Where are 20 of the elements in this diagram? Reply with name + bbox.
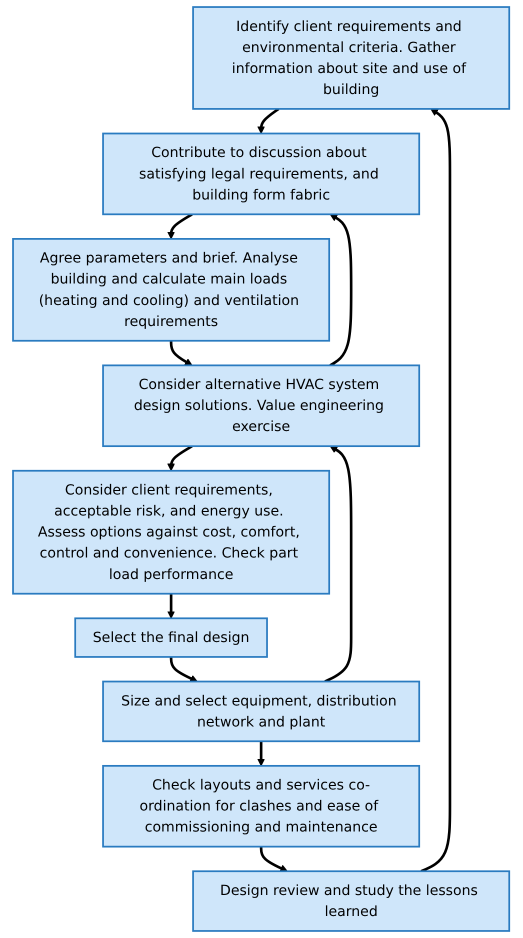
arrow	[258, 741, 266, 766]
arrow	[330, 214, 353, 366]
arrow	[168, 213, 194, 240]
arrow	[260, 846, 288, 872]
arrow	[258, 108, 280, 134]
node-box: Size and select equipment, distribution network and plant	[102, 680, 420, 742]
arrow	[168, 445, 194, 472]
arrow	[170, 340, 193, 366]
node-box: Contribute to discussion about satisfying legal requirements, and building form fabric	[102, 132, 420, 216]
arrow	[168, 594, 176, 619]
node-box: Agree parameters and brief. Analyse building and calculate main loads (heating and cooling) and ventilation requirements	[12, 238, 330, 342]
node-box: Consider alternative HVAC system design solutions. Value engineering exercise	[102, 364, 420, 448]
node-box: Consider client requirements, acceptable risk, and energy use. Assess options against cost, comfort, control and convenience. Check part load performance	[12, 470, 330, 595]
arrow	[324, 446, 353, 683]
arrow	[420, 108, 452, 872]
node-box: Identify client requirements and environmental criteria. Gather information about site and use of building	[192, 6, 510, 110]
node-box: Check layouts and services co-ordination for clashes and ease of commissioning and maintenance	[102, 764, 420, 848]
node-box: Design review and study the lessons learned	[192, 870, 510, 932]
arrow	[170, 656, 198, 682]
node-box: Select the final design	[74, 617, 268, 658]
